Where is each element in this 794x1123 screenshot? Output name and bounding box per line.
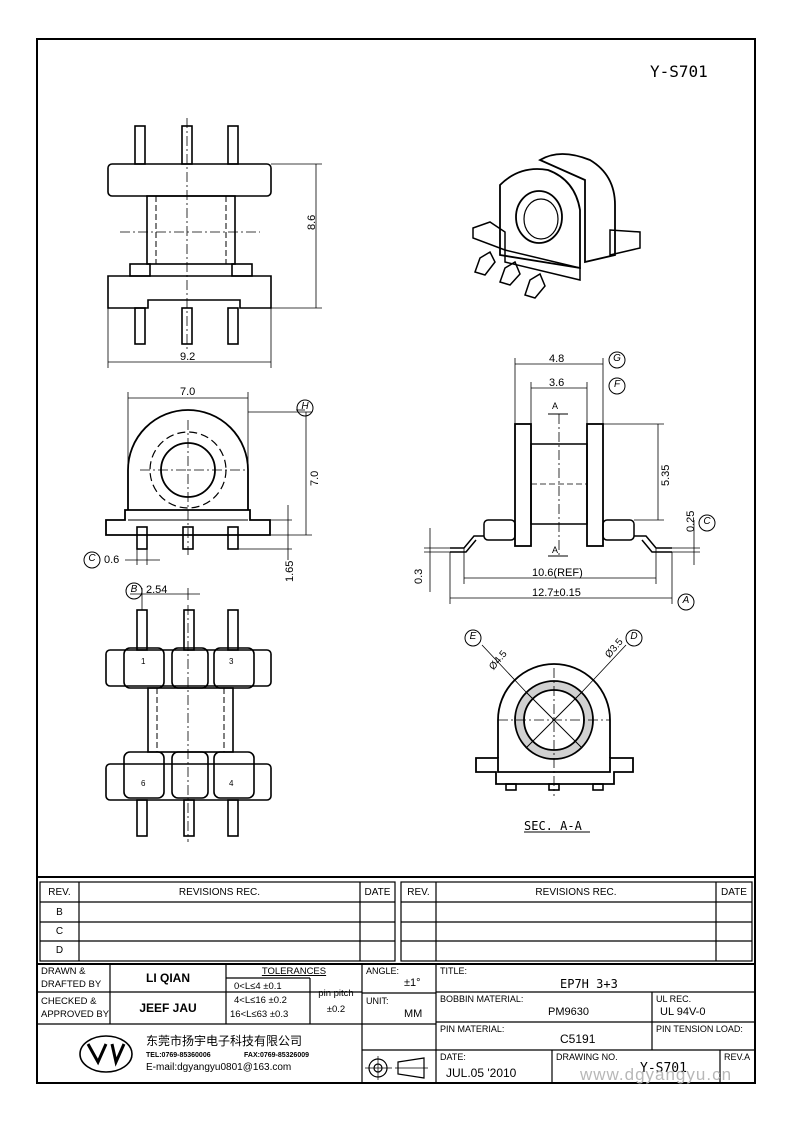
ul-rec-label: UL REC. (656, 994, 692, 1004)
rev-a-label: REV.A (724, 1052, 751, 1062)
company-email: E-mail:dgyangyu0801@163.com (146, 1062, 292, 1073)
rev-date-header-left: DATE (364, 887, 391, 898)
title-value: EP7H 3+3 (560, 977, 618, 991)
pin-number-4: 4 (229, 779, 234, 788)
rev-rec-header-right: REVISIONS REC. (535, 887, 617, 898)
rev-row-c: C (55, 926, 64, 937)
unit-label: UNIT: (366, 996, 389, 1006)
rev-col-header-right: REV. (407, 887, 430, 898)
checked-value: JEEF JAU (139, 1001, 197, 1015)
drawing-sheet (36, 38, 756, 1084)
dim-front-height: 7.0 (309, 470, 321, 486)
date-value: JUL.05 '2010 (446, 1066, 517, 1080)
datum-a: A (682, 595, 690, 606)
datum-d: D (630, 631, 638, 642)
company-logo (79, 1035, 133, 1073)
company-name-cn: 东莞市扬宇电子科技有限公司 (146, 1034, 303, 1048)
pin-number-3: 3 (229, 657, 234, 666)
dim-side-width-inner: 3.6 (549, 377, 565, 389)
dim-side-thickness-1: 0.25 (685, 510, 697, 532)
datum-c-side: C (703, 516, 711, 527)
pin-pitch-value: ±0.2 (326, 1004, 346, 1015)
front-view (105, 392, 312, 565)
drawn-label-2: DRAFTED BY (41, 979, 102, 990)
pin-material-value: C5191 (560, 1032, 596, 1046)
rev-col-header-left: REV. (48, 887, 71, 898)
datum-c-front: C (88, 553, 96, 564)
rev-row-d: D (55, 945, 64, 956)
bobbin-material-value: PM9630 (548, 1006, 589, 1018)
bobbin-material-label: BOBBIN MATERIAL: (440, 994, 524, 1004)
datum-b: B (130, 584, 138, 595)
section-mark-bottom: A (552, 545, 559, 555)
section-mark-top: A (552, 401, 559, 411)
drawing-no-value: Y-S701 (640, 1061, 687, 1076)
drawn-value: LI QIAN (146, 971, 190, 985)
tolerances-title: TOLERANCES (261, 966, 327, 977)
section-view (475, 644, 634, 833)
ul-rec-value: UL 94V-0 (660, 1006, 706, 1018)
company-fax: FAX:0769-85326009 (244, 1052, 309, 1059)
dim-side-height: 5.35 (660, 464, 672, 486)
section-label: SEC. A-A (524, 819, 582, 833)
dim-front-pin-height: 1.65 (284, 560, 296, 582)
dim-side-ref: 10.6(REF) (532, 567, 583, 579)
pin-material-label: PIN MATERIAL: (440, 1024, 505, 1034)
datum-h: H (301, 401, 309, 412)
company-tel: TEL:0769-85360006 (146, 1052, 211, 1059)
title-label: TITLE: (440, 966, 468, 976)
rev-date-header-right: DATE (721, 887, 747, 898)
angle-label: ANGLE: (366, 966, 400, 976)
top-view (107, 118, 322, 368)
tolerance-row-1: 0<L≤4 ±0.1 (234, 981, 282, 992)
side-view (424, 358, 700, 604)
pin-pitch-label: pin pitch (318, 988, 354, 999)
angle-value: ±1° (404, 977, 421, 989)
pin-tension-label: PIN TENSION LOAD: (656, 1024, 743, 1034)
checked-label-1: CHECKED & (41, 996, 97, 1007)
unit-value: MM (404, 1008, 423, 1020)
datum-circles (83, 351, 716, 647)
revision-table-lines (36, 876, 756, 1084)
drawn-label-1: DRAWN & (41, 966, 86, 977)
dim-top-height: 8.6 (306, 214, 318, 230)
dim-side-total: 12.7±0.15 (532, 587, 581, 599)
pin-number-1: 1 (141, 657, 146, 666)
rev-row-b: B (56, 907, 63, 918)
part-number: Y-S701 (650, 62, 708, 81)
datum-f: F (613, 379, 621, 390)
dim-front-width: 7.0 (180, 386, 196, 398)
drawing-no-label: DRAWING NO. (556, 1052, 618, 1062)
date-label: DATE: (440, 1052, 466, 1062)
dim-top-width: 9.2 (180, 351, 196, 363)
pin-number-6: 6 (141, 779, 146, 788)
rev-rec-header-left: REVISIONS REC. (178, 887, 261, 898)
dim-front-pin-width: 0.6 (104, 554, 120, 566)
checked-label-2: APPROVED BY (41, 1009, 110, 1020)
tolerance-row-2: 4<L≤16 ±0.2 (234, 995, 287, 1006)
bottom-view (105, 588, 272, 842)
dim-pin-pitch: 2.54 (146, 584, 168, 596)
tolerance-row-3: 16<L≤63 ±0.3 (230, 1009, 289, 1020)
watermark: www.dgyangyu.cn (580, 1065, 733, 1084)
datum-e: E (469, 631, 477, 642)
isometric-view (472, 153, 641, 299)
datum-g: G (613, 353, 621, 364)
dim-side-thickness-2: 0.3 (413, 568, 425, 584)
dim-side-width-outer: 4.8 (549, 353, 565, 365)
